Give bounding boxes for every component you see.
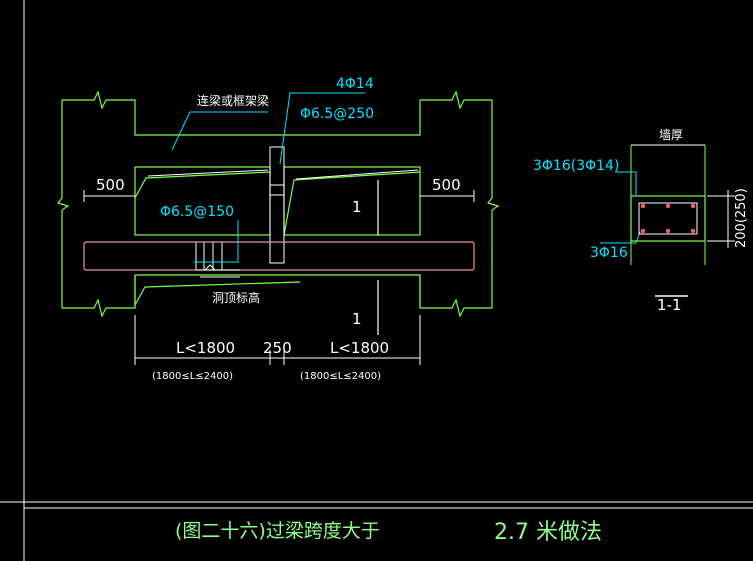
opening-lines (83, 241, 475, 271)
span-left-label: L<1800 (176, 339, 235, 357)
beam-note-label: 连梁或框架梁 (197, 93, 269, 108)
top-bars-label: 4Φ14 (336, 76, 374, 92)
dimension-lines (83, 190, 475, 365)
range-right-label: (1800≤L≤2400) (300, 371, 381, 382)
title-value: 2.7 米做法 (494, 520, 602, 545)
leader-lines (171, 92, 641, 263)
section-rebar-dots (640, 203, 696, 234)
section-height-label: 200(250) (734, 188, 749, 248)
section-name-label: 1-1 (657, 296, 682, 314)
span-right-label: L<1800 (330, 339, 389, 357)
section-bottom-bars-label: 3Φ16 (590, 245, 628, 261)
section-mark-lower: 1 (352, 310, 362, 328)
range-left-label: (1800≤L≤2400) (152, 371, 233, 382)
title-caption: (图二十六)过梁跨度大于 (175, 520, 380, 542)
span-middle-label: 250 (263, 339, 292, 357)
anchor-left-label: 500 (96, 176, 125, 194)
section-top-bars-label: 3Φ16(3Φ14) (533, 158, 619, 174)
elevation-marker (196, 264, 240, 278)
stirrup-bottom-label: Φ6.5@150 (160, 204, 234, 220)
opening-elevation-label: 洞顶标高 (212, 290, 260, 305)
wall-outline (56, 90, 500, 318)
section-mark-upper: 1 (352, 198, 362, 216)
rebar-lines (147, 146, 419, 270)
stirrup-top-label: Φ6.5@250 (300, 106, 374, 122)
wall-thickness-label: 墙厚 (659, 128, 683, 142)
anchor-right-label: 500 (432, 176, 461, 194)
section-drawing (630, 144, 735, 297)
